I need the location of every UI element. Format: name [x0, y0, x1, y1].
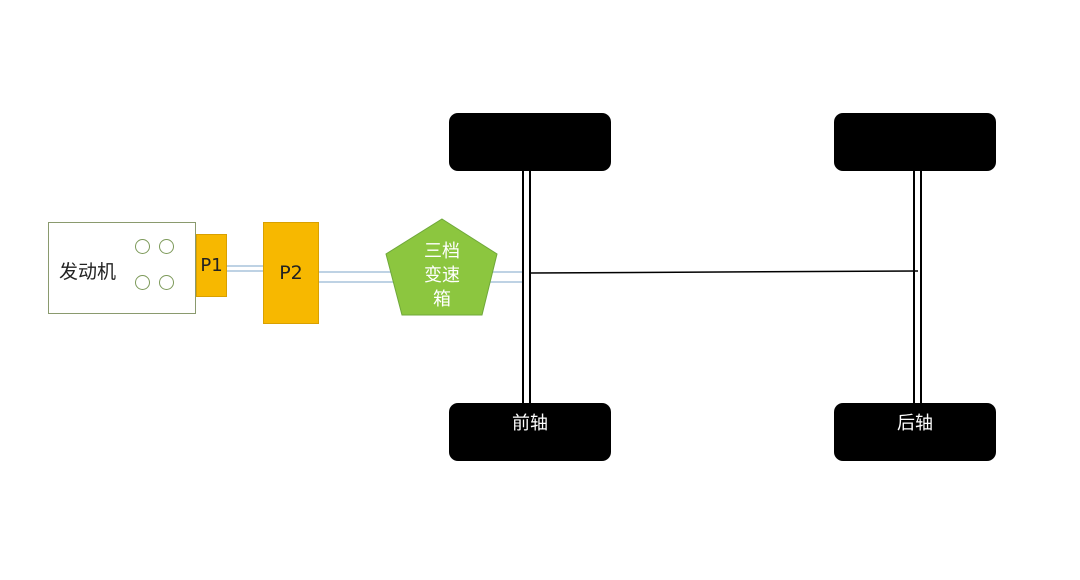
rear-left-wheel [834, 113, 996, 171]
gearbox-label: 三档 变速 箱 [385, 240, 499, 312]
motor-p1-label: P1 [200, 255, 223, 276]
rear-axle-label: 后轴 [897, 413, 933, 434]
cylinder-icon [159, 239, 174, 254]
engine-block: 发动机 [48, 222, 196, 314]
motor-p2-label: P2 [279, 262, 303, 284]
front-left-wheel [449, 113, 611, 171]
gearbox-label-line: 三档 [424, 241, 460, 262]
gearbox-label-line: 箱 [433, 289, 451, 310]
cylinder-icon [135, 275, 150, 290]
motor-p1: P1 [196, 234, 227, 297]
front-right-wheel: 前轴 [449, 403, 611, 461]
gearbox-shape [385, 218, 498, 316]
front-axle-label: 前轴 [512, 413, 548, 434]
rear-right-wheel: 后轴 [834, 403, 996, 461]
gearbox-label-line: 变速 [424, 265, 460, 286]
cylinder-icon [159, 275, 174, 290]
engine-label: 发动机 [59, 261, 117, 283]
motor-p2: P2 [263, 222, 319, 324]
cylinder-icon [135, 239, 150, 254]
